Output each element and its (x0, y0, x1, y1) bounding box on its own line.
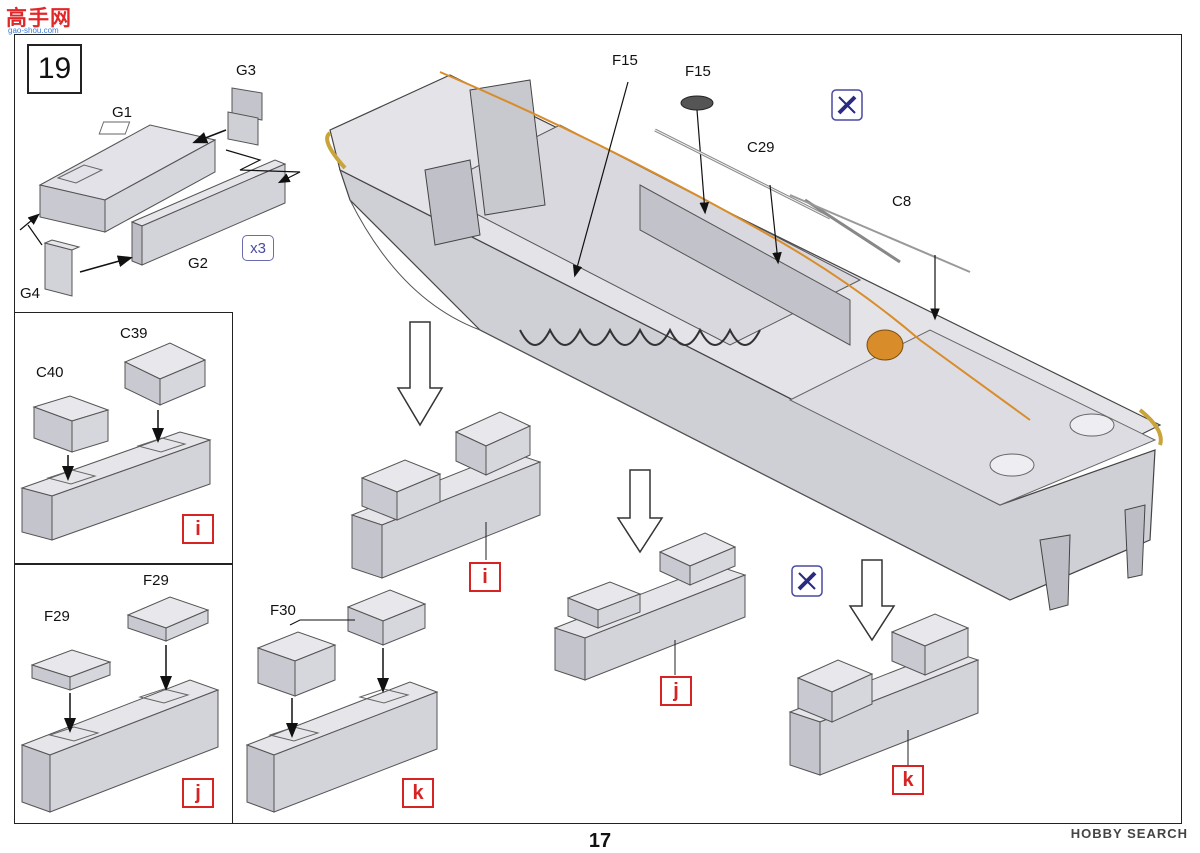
no-glue-icon (831, 89, 863, 121)
c29-rail-part (654, 128, 831, 265)
badge-j-main: j (660, 676, 692, 706)
label-f15-left: F15 (612, 52, 638, 69)
part-block-illustration (788, 613, 980, 776)
quantity-badge: x3 (242, 235, 274, 261)
boat-hull-illustration (325, 71, 1163, 611)
f30-part-right (346, 589, 427, 646)
label-g1: G1 (112, 104, 133, 121)
page-number: 17 (588, 830, 612, 852)
label-c40: C40 (36, 364, 64, 381)
badge-k-panel: k (402, 778, 434, 808)
part-block-illustration (350, 411, 542, 579)
badge-j-panel: j (182, 778, 214, 808)
label-f29-left: F29 (44, 608, 70, 625)
watermark-url: gao-shou.com (8, 26, 59, 35)
c8-rail-part (789, 194, 971, 321)
label-f29-right: F29 (143, 572, 169, 589)
part-block-illustration (553, 532, 747, 681)
label-c8: C8 (892, 193, 912, 210)
badge-i-panel: i (182, 514, 214, 544)
label-g3: G3 (236, 62, 257, 79)
hobby-search-watermark: HOBBY SEARCH (1070, 826, 1188, 841)
sub-panel-j (14, 563, 233, 824)
f15-disc-part (680, 95, 714, 215)
f29-part-right (126, 596, 210, 642)
label-f30: F30 (270, 602, 296, 619)
g4-part (43, 239, 81, 297)
g1-part (38, 121, 217, 233)
badge-k-main: k (892, 765, 924, 795)
down-arrow-icon (396, 321, 444, 427)
step-number-box: 19 (27, 44, 82, 94)
down-arrow-icon (848, 559, 896, 642)
down-arrow-icon (616, 469, 664, 554)
block-j-small (20, 679, 220, 813)
g3-part (227, 87, 263, 146)
sub-panel-i (14, 312, 233, 565)
watermark-text: 高手网 (6, 7, 72, 30)
label-f15-right: F15 (685, 63, 711, 80)
f29-part-left (30, 649, 112, 691)
site-watermark: 高手网 gao-shou.com (4, 2, 74, 36)
g2-part (130, 159, 287, 266)
f30-part-left (256, 631, 337, 697)
c39-part (123, 342, 207, 406)
label-c39: C39 (120, 325, 148, 342)
label-g2: G2 (188, 255, 209, 272)
c40-part (32, 395, 110, 453)
no-glue-icon (791, 565, 823, 597)
label-c29: C29 (747, 139, 775, 156)
badge-i-main: i (469, 562, 501, 592)
label-g4: G4 (20, 285, 41, 302)
